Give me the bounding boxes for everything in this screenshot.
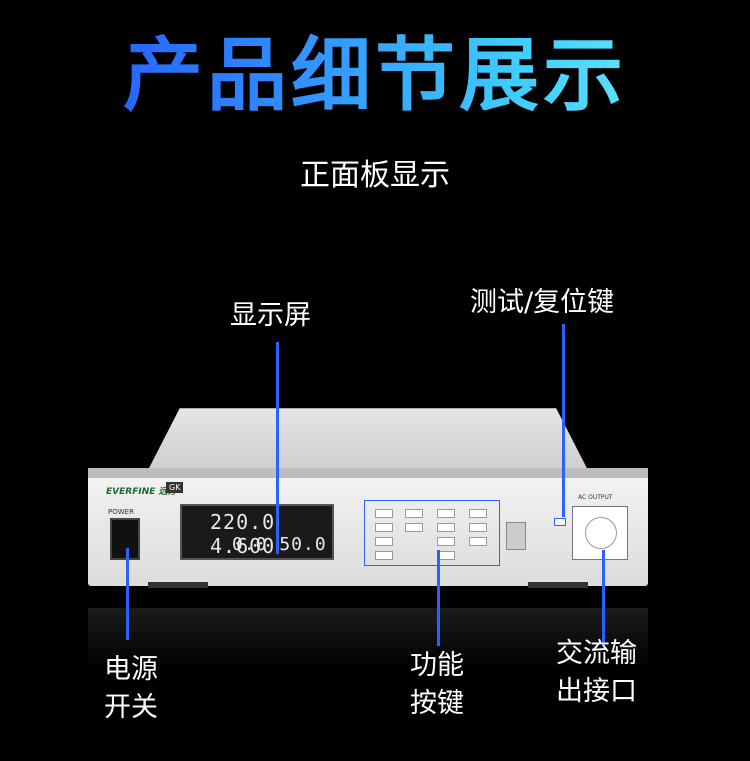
outlet-socket <box>585 517 617 549</box>
ac-callout-line <box>602 550 605 646</box>
screen-row-1: 220.0 4.600 <box>210 510 276 558</box>
function-keypad <box>364 500 500 566</box>
label-test-reset: 测试/复位键 <box>470 287 615 318</box>
function-key[interactable] <box>437 509 455 518</box>
function-key[interactable] <box>375 537 393 546</box>
function-key[interactable] <box>375 523 393 532</box>
page-title: 产品细节展示 <box>0 28 750 124</box>
function-key[interactable] <box>469 523 487 532</box>
function-callout-line <box>437 550 440 646</box>
function-key[interactable] <box>375 551 393 560</box>
brand-logo: EVERFINE 远方 <box>106 487 177 497</box>
function-key[interactable] <box>437 523 455 532</box>
display-callout-line <box>276 342 279 554</box>
function-key[interactable] <box>405 509 423 518</box>
display-screen: 220.0 4.600 0.0 50.0 <box>180 504 334 560</box>
model-badge: GK <box>166 482 184 493</box>
power-switch[interactable] <box>110 518 140 560</box>
device-top <box>148 408 588 470</box>
function-key[interactable] <box>469 537 487 546</box>
ac-outlet <box>572 506 628 560</box>
label-function-line2: 按键 <box>410 688 464 719</box>
function-key[interactable] <box>437 537 455 546</box>
reset-callout-line <box>562 324 565 517</box>
device-reflection <box>88 608 648 668</box>
device-strip <box>88 468 648 478</box>
label-power-line1: 电源 <box>104 654 158 685</box>
function-key[interactable] <box>375 509 393 518</box>
device-foot <box>528 582 588 588</box>
label-ac-line2: 出接口 <box>556 676 637 707</box>
power-source-device: EVERFINE 远方 GK POWER 220.0 4.600 0.0 50.… <box>88 382 648 592</box>
device-foot <box>148 582 208 588</box>
label-display: 显示屏 <box>230 300 311 331</box>
page-subtitle: 正面板显示 <box>300 158 450 193</box>
status-meter <box>506 522 526 550</box>
power-label: POWER <box>108 508 134 516</box>
function-key[interactable] <box>469 509 487 518</box>
test-reset-button[interactable] <box>554 518 566 526</box>
label-ac-line1: 交流输 <box>556 638 637 669</box>
label-function-line1: 功能 <box>410 650 464 681</box>
ac-output-label: AC OUTPUT <box>578 494 613 501</box>
power-callout-line <box>126 548 129 640</box>
screen-row-2: 0.0 50.0 <box>232 534 327 555</box>
label-power-line2: 开关 <box>104 692 158 723</box>
function-key[interactable] <box>405 523 423 532</box>
